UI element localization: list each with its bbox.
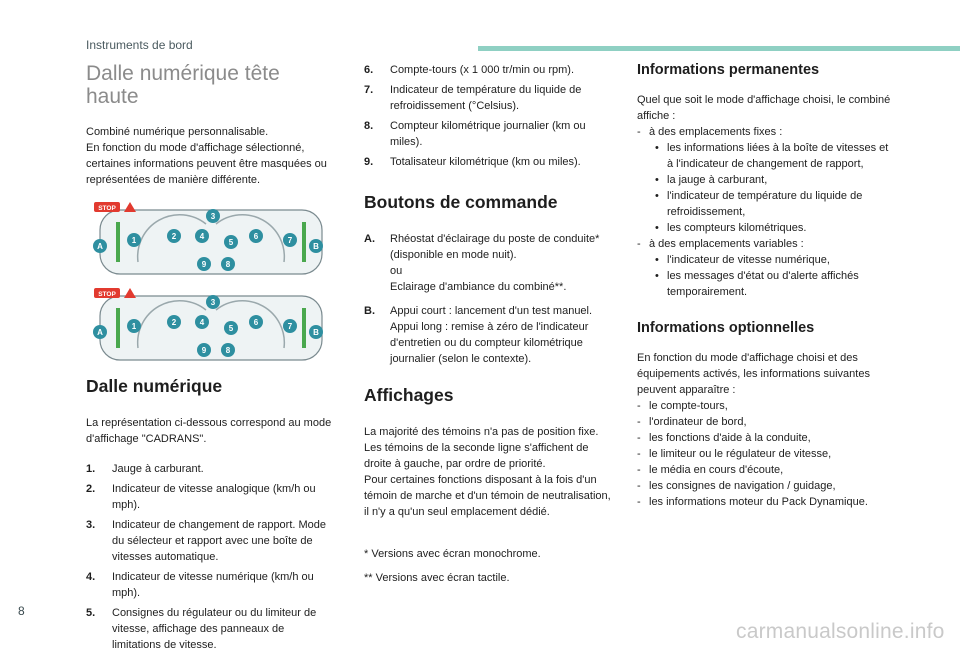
perm-list: -à des emplacements fixes : •les informa… [637,124,891,300]
section-text-dalle: La représentation ci-dessous correspond … [86,417,332,445]
main-title: Dalle numérique tête haute [86,62,280,108]
list-item: 8.Compteur kilométrique journalier (km o… [364,120,586,148]
page-number: 8 [18,604,25,618]
list-item: -le média en cours d'écoute, [637,464,784,476]
temp-gauge-bar-2 [302,308,306,348]
warning-stop-2 [94,288,120,298]
callout-B-2: B [313,328,319,337]
callout-A: A [97,242,103,251]
list-item: •la jauge à carburant, [655,174,768,186]
callout-7-2: 7 [288,322,293,331]
temp-gauge-bar [302,222,306,262]
list-item: -les fonctions d'aide à la conduite, [637,432,811,444]
warning-triangle-icon-2 [124,288,136,298]
callout-5: 5 [229,238,234,247]
speedo-arc-2 [136,300,207,349]
callout-6-2: 6 [254,318,259,327]
callout-8-2: 8 [226,346,231,355]
list-item: 7.Indicateur de température du liquide d… [364,84,582,112]
list-item: 9.Totalisateur kilométrique (km ou miles… [364,156,581,168]
speedo-arc [136,214,207,263]
column-left: Dalle numérique tête haute Combiné numér… [86,62,336,657]
cluster-bottom: STOP A 1 2 3 4 5 6 7 B 9 [93,288,323,361]
callout-3-2: 3 [211,298,216,307]
list-item: 5.Consignes du régulateur ou du limiteur… [86,607,317,651]
tacho-arc-2 [215,300,286,349]
page-header-title: Instruments de bord [86,38,193,52]
list-item: •les informations liées à la boîte de vi… [655,142,889,170]
list-item: •l'indicateur de vitesse numérique, [655,254,830,266]
list-item: •l'indicateur de température du liquide … [655,190,863,218]
callout-1-2: 1 [132,322,137,331]
section-title-dalle: Dalle numérique [86,376,223,396]
list-item: -l'ordinateur de bord, [637,416,747,428]
footnote-2: ** Versions avec écran tactile. [364,572,510,584]
list-item: 2.Indicateur de vitesse analogique (km/h… [86,483,316,511]
callout-7: 7 [288,236,293,245]
callout-4: 4 [200,232,205,241]
callouts-top [93,209,323,271]
cluster-diagram: STOP A 1 2 3 4 5 6 7 B 9 [93,202,323,361]
section-title-permanentes: Informations permanentes [637,62,820,78]
tacho-arc [215,214,286,263]
buttons-list: A.Rhéostat d'éclairage du poste de condu… [364,231,614,367]
callout-6: 6 [254,232,259,241]
callout-A-2: A [97,328,103,337]
list-item: •les compteurs kilométriques. [655,222,807,234]
header-accent-bar [478,46,960,51]
fuel-gauge-bar [116,222,120,262]
watermark: carmanualsonline.info [736,620,945,643]
opt-intro: En fonction du mode d'affichage choisi e… [637,352,870,396]
affichages-text: La majorité des témoins n'a pas de posit… [364,426,611,518]
list-item: •les messages d'état ou d'alerte affiché… [655,270,859,298]
list-item: -les informations moteur du Pack Dynamiq… [637,496,868,508]
callout-9: 9 [202,260,207,269]
callout-5-2: 5 [229,324,234,333]
cluster-top: STOP A 1 2 3 4 5 6 7 B 9 [93,202,323,275]
opt-list: -le compte-tours, -l'ordinateur de bord,… [637,398,891,510]
warning-stop [94,202,120,212]
callout-4-2: 4 [200,318,205,327]
callout-8: 8 [226,260,231,269]
warning-triangle-icon [124,202,136,212]
list-item: -le limiteur ou le régulateur de vitesse… [637,448,832,460]
list-item: -le compte-tours, [637,400,728,412]
callout-1: 1 [132,236,137,245]
section-title-optionnelles: Informations optionnelles [637,320,815,336]
list-item: 6.Compte-tours (x 1 000 tr/min ou rpm). [364,64,575,76]
callout-2-2: 2 [172,318,177,327]
callout-2: 2 [172,232,177,241]
perm-intro: Quel que soit le mode d'affichage choisi… [637,94,891,122]
callout-9-2: 9 [202,346,207,355]
list-item: 3.Indicateur de changement de rapport. M… [86,519,327,563]
section-title-boutons: Boutons de commande [364,192,558,212]
stop-label: STOP [98,205,116,212]
list-item: A.Rhéostat d'éclairage du poste de condu… [364,233,600,293]
section-title-affichages: Affichages [364,385,454,405]
callout-3: 3 [211,212,216,221]
footnote-1: * Versions avec écran monochrome. [364,548,541,560]
list-item: -à des emplacements variables : [637,238,804,250]
list-item: 1.Jauge à carburant. [86,463,204,475]
list-item: -les consignes de navigation / guidage, [637,480,836,492]
list-item: -à des emplacements fixes : [637,126,783,138]
fuel-gauge-bar-2 [116,308,120,348]
legend-list-1: 1.Jauge à carburant. 2.Indicateur de vit… [86,461,336,653]
callout-B: B [313,242,319,251]
list-item: 4.Indicateur de vitesse numérique (km/h … [86,571,314,599]
column-right: Informations permanentes Quel que soit l… [637,62,891,510]
list-item: B.Appui court : lancement d'un test manu… [364,305,593,365]
stop-label-2: STOP [98,291,116,298]
legend-list-2: 6.Compte-tours (x 1 000 tr/min ou rpm). … [364,62,614,170]
column-middle: 6.Compte-tours (x 1 000 tr/min ou rpm). … [364,62,614,594]
intro-text: Combiné numérique personnalisable. En fo… [86,126,327,186]
